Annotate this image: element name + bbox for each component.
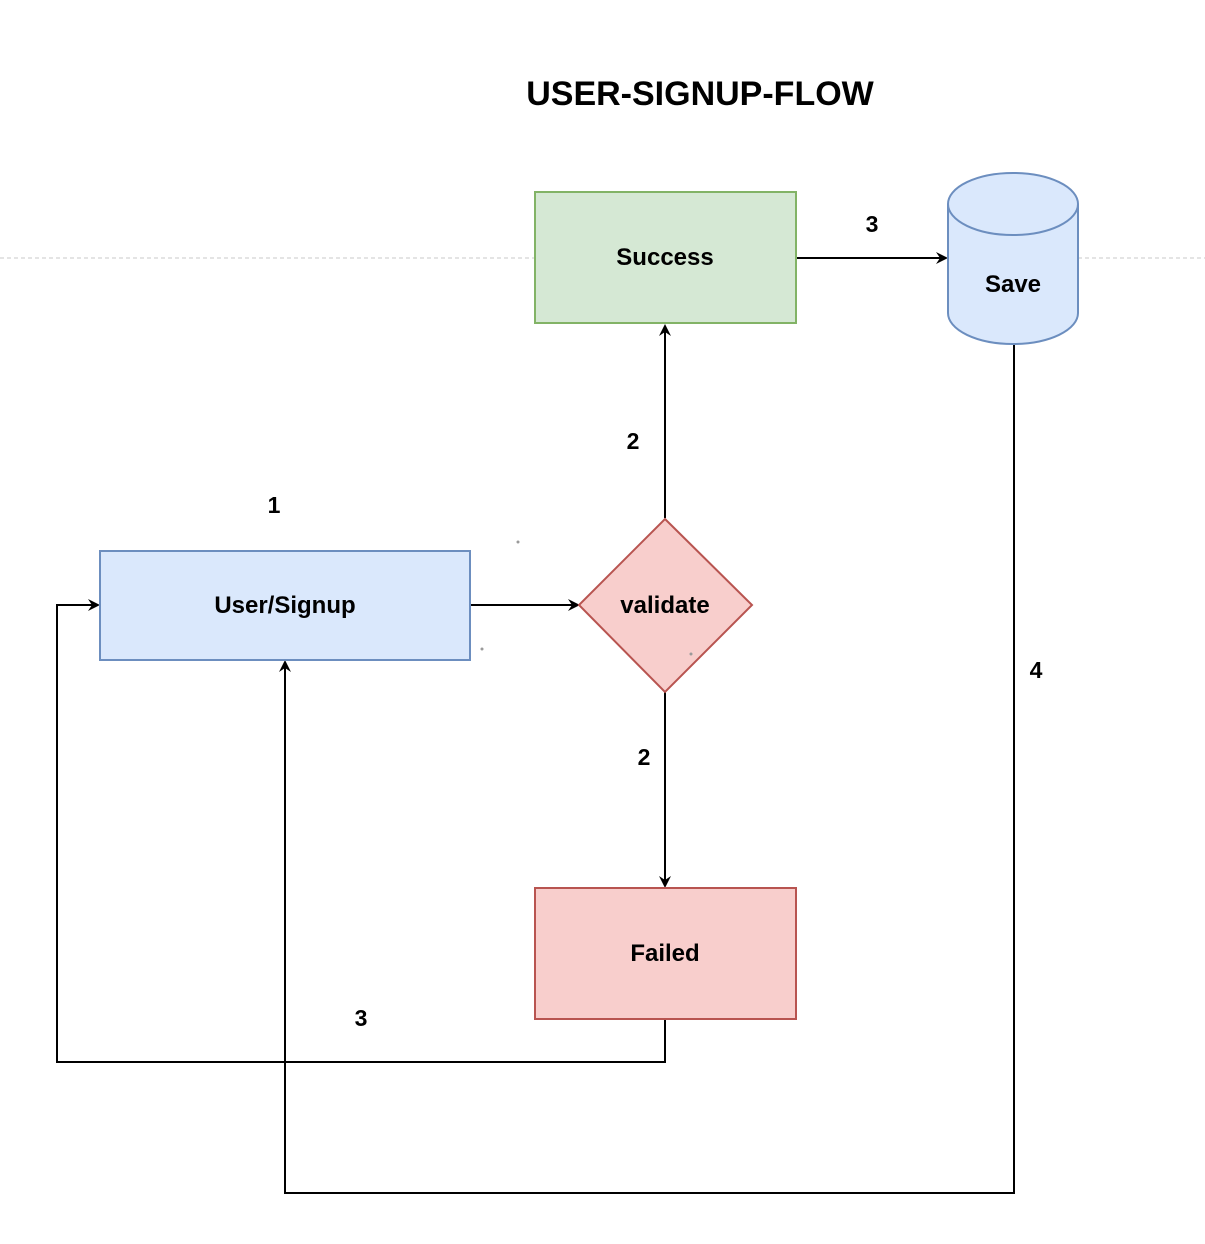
node-save-label: Save xyxy=(985,271,1041,298)
node-save[interactable]: Save xyxy=(947,172,1079,345)
node-user-signup[interactable]: User/Signup xyxy=(99,550,471,661)
edge-label-validate-failed: 2 xyxy=(638,744,651,770)
node-validate-label: validate xyxy=(620,592,709,619)
node-validate[interactable]: validate xyxy=(577,517,754,694)
diagram-title: USER-SIGNUP-FLOW xyxy=(526,75,874,113)
artifact-dot xyxy=(516,540,520,544)
node-failed-label: Failed xyxy=(630,940,699,967)
node-success[interactable]: Success xyxy=(534,191,797,324)
node-user-signup-label: User/Signup xyxy=(214,592,355,619)
node-failed[interactable]: Failed xyxy=(534,887,797,1020)
node-success-label: Success xyxy=(616,244,713,271)
edge-failed-to-signup[interactable] xyxy=(56,599,666,1063)
artifact-dot xyxy=(689,652,693,656)
step-one-label: 1 xyxy=(268,492,281,518)
edge-label-failed-signup: 3 xyxy=(355,1005,368,1031)
edge-label-save-signup: 4 xyxy=(1030,657,1043,683)
artifact-dot xyxy=(480,647,484,651)
edge-label-validate-success: 2 xyxy=(627,428,640,454)
edge-label-success-save: 3 xyxy=(866,211,879,237)
edge-save-to-signup[interactable] xyxy=(279,345,1015,1194)
